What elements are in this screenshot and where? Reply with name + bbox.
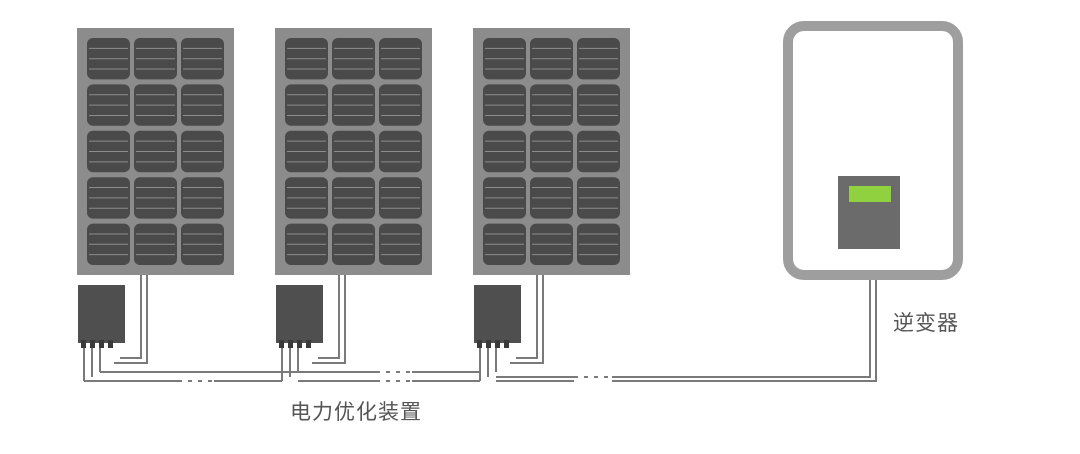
panel-cells: [87, 38, 224, 265]
panel-leads: [114, 275, 544, 364]
solar-panel-3: [473, 28, 630, 275]
solar-panel-1: [77, 28, 234, 275]
string-wiring: [84, 278, 877, 382]
optimizer-outputs: [83, 348, 497, 381]
optimizer-label: 电力优化装置: [290, 400, 422, 424]
solar-panel-2: [275, 28, 432, 275]
inverter-display: [849, 186, 891, 202]
power-optimizer-1: [78, 285, 125, 348]
inverter: [783, 21, 963, 280]
inverter-label: 逆变器: [893, 311, 959, 335]
power-optimizer-2: [276, 285, 323, 348]
panel-cells: [285, 38, 422, 265]
power-optimizer-3: [474, 285, 521, 348]
panel-cells: [483, 38, 620, 265]
